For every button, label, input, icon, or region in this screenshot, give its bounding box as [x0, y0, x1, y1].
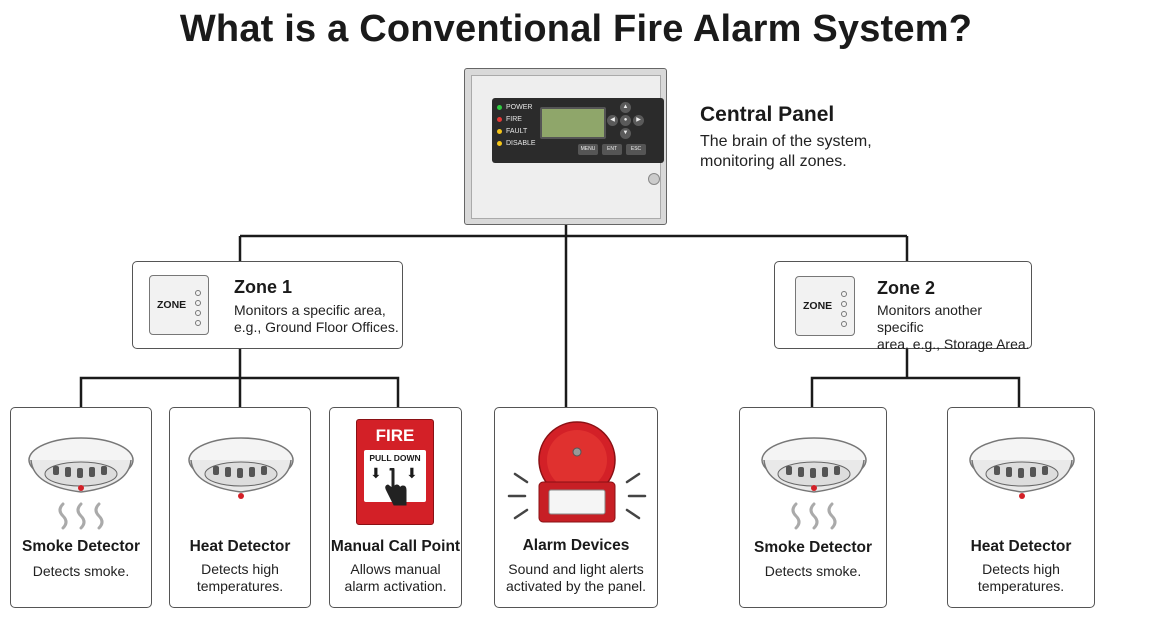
zone-2-heading: Zone 2 [877, 278, 936, 298]
wire-zone1-branch [79, 376, 400, 408]
led-disable-label: DISABLE [506, 140, 536, 147]
heat-detector-icon [188, 437, 294, 499]
led-fault-label: FAULT [506, 128, 528, 135]
alarm-devices-desc-line2: activated by the panel. [505, 578, 647, 594]
smoke-detector-card: Smoke Detector Detects smoke. [739, 407, 887, 608]
arrow-down-icon: ⬇ [370, 465, 382, 481]
zone-led-icon [195, 320, 201, 326]
zone-module-label: ZONE [803, 300, 833, 312]
control-panel-face: POWER FIRE FAULT DISABLE ▲ ◀ ● ▶ ▼ MENU … [492, 98, 664, 163]
led-power-label: POWER [506, 104, 533, 111]
nav-down-icon[interactable]: ▼ [620, 128, 631, 139]
zone-module-icon: ZONE [149, 275, 209, 335]
led-fault: FAULT [497, 128, 527, 135]
zone-1-description: Monitors a specific area, e.g., Ground F… [234, 302, 399, 336]
zone-2-card: ZONE Zone 2 Monitors another specific ar… [774, 261, 1032, 352]
zone-1-card: ZONE Zone 1 Monitors a specific area, e.… [132, 261, 403, 349]
alarm-devices-description: Sound and light alerts activated by the … [495, 561, 657, 595]
zone-led-icon [841, 301, 847, 307]
escape-button[interactable]: ESC [626, 144, 646, 155]
arrow-down-icon: ⬇ [406, 465, 418, 481]
enter-button[interactable]: ENT [602, 144, 622, 155]
wire-zone2-branch [810, 376, 1021, 408]
heat-detector-description: Detects high temperatures. [948, 561, 1094, 595]
nav-right-icon[interactable]: ▶ [633, 115, 644, 126]
power-led-icon [497, 105, 502, 110]
heat-detector-card: Heat Detector Detects high temperatures. [947, 407, 1095, 608]
zone-2-desc-line1: Monitors another specific [877, 302, 983, 335]
panel-description: The brain of the system, monitoring all … [700, 132, 872, 172]
zone-led-icon [841, 321, 847, 327]
fire-led-icon [497, 117, 502, 122]
alarm-bell-strobe-icon [507, 421, 647, 523]
panel-description-line2: monitoring all zones. [700, 153, 847, 170]
zone-2-description: Monitors another specific area, e.g., St… [877, 302, 1031, 353]
manual-call-point-desc-line2: alarm activation. [344, 578, 447, 594]
heat-detector-card: Heat Detector Detects high temperatures. [169, 407, 311, 608]
smoke-detector-title: Smoke Detector [753, 539, 872, 556]
key-lock-icon[interactable] [648, 173, 660, 185]
smoke-detector-description: Detects smoke. [11, 563, 151, 580]
nav-up-icon[interactable]: ▲ [620, 102, 631, 113]
smoke-detector-description: Detects smoke. [740, 563, 886, 580]
heat-detector-desc-line2: temperatures. [977, 578, 1065, 594]
heat-detector-title: Heat Detector [189, 538, 291, 555]
fire-label: FIRE [375, 426, 415, 445]
heat-detector-description: Detects high temperatures. [170, 561, 310, 595]
manual-call-point-description: Allows manual alarm activation. [330, 561, 461, 595]
zone-led-icon [195, 310, 201, 316]
pull-down-window[interactable]: PULL DOWN ⬇ ⬇ [364, 450, 426, 506]
heat-detector-icon [969, 437, 1075, 499]
control-panel-housing: POWER FIRE FAULT DISABLE ▲ ◀ ● ▶ ▼ MENU … [471, 75, 664, 219]
zone-2-desc-line2: area, e.g., Storage Area. [877, 336, 1030, 352]
led-disable: DISABLE [497, 140, 536, 147]
nav-ok-icon[interactable]: ● [620, 115, 631, 126]
zone-1-desc-line1: Monitors a specific area, [234, 302, 386, 318]
heat-detector-title: Heat Detector [970, 538, 1072, 555]
zone-1-desc-line2: e.g., Ground Floor Offices. [234, 319, 399, 335]
heat-detector-desc-line1: Detects high [201, 561, 279, 577]
nav-left-icon[interactable]: ◀ [607, 115, 618, 126]
smoke-detector-title: Smoke Detector [21, 538, 140, 555]
zone-led-icon [841, 311, 847, 317]
control-panel-device: POWER FIRE FAULT DISABLE ▲ ◀ ● ▶ ▼ MENU … [464, 68, 667, 225]
smoke-detector-icon [761, 437, 867, 530]
smoke-detector-card: Smoke Detector Detects smoke. [10, 407, 152, 608]
alarm-devices-card: Alarm Devices Sound and light alerts act… [494, 407, 658, 608]
zone-led-icon [841, 291, 847, 297]
alarm-devices-title: Alarm Devices [522, 537, 630, 554]
smoke-detector-icon [28, 437, 134, 530]
panel-heading: Central Panel [700, 103, 835, 126]
panel-description-line1: The brain of the system, [700, 133, 872, 150]
fault-led-icon [497, 129, 502, 134]
led-power: POWER [497, 104, 532, 111]
diagram-title: What is a Conventional Fire Alarm System… [179, 8, 973, 50]
led-fire-label: FIRE [506, 116, 522, 123]
menu-button[interactable]: MENU [578, 144, 598, 155]
zone-module-icon: ZONE [795, 276, 855, 336]
hand-pointer-icon [385, 468, 407, 506]
heat-detector-desc-line2: temperatures. [196, 578, 284, 594]
zone-led-icon [195, 290, 201, 296]
disable-led-icon [497, 141, 502, 146]
manual-call-point-desc-line1: Allows manual [350, 561, 441, 577]
led-fire: FIRE [497, 116, 522, 123]
heat-detector-desc-line1: Detects high [982, 561, 1060, 577]
manual-call-point-icon: FIRE PULL DOWN ⬇ ⬇ [356, 419, 434, 525]
smoke-detector-desc-line1: Detects smoke. [764, 563, 862, 579]
pull-down-label: PULL DOWN [369, 453, 421, 463]
manual-call-point-title: Manual Call Point [330, 538, 461, 555]
manual-call-point-card: FIRE PULL DOWN ⬇ ⬇ Manual Call Point All… [329, 407, 462, 608]
smoke-detector-desc-line1: Detects smoke. [32, 563, 130, 579]
zone-1-heading: Zone 1 [234, 277, 293, 297]
lcd-display [540, 107, 606, 139]
zone-module-label: ZONE [157, 299, 187, 311]
alarm-devices-desc-line1: Sound and light alerts [508, 561, 644, 577]
zone-led-icon [195, 300, 201, 306]
